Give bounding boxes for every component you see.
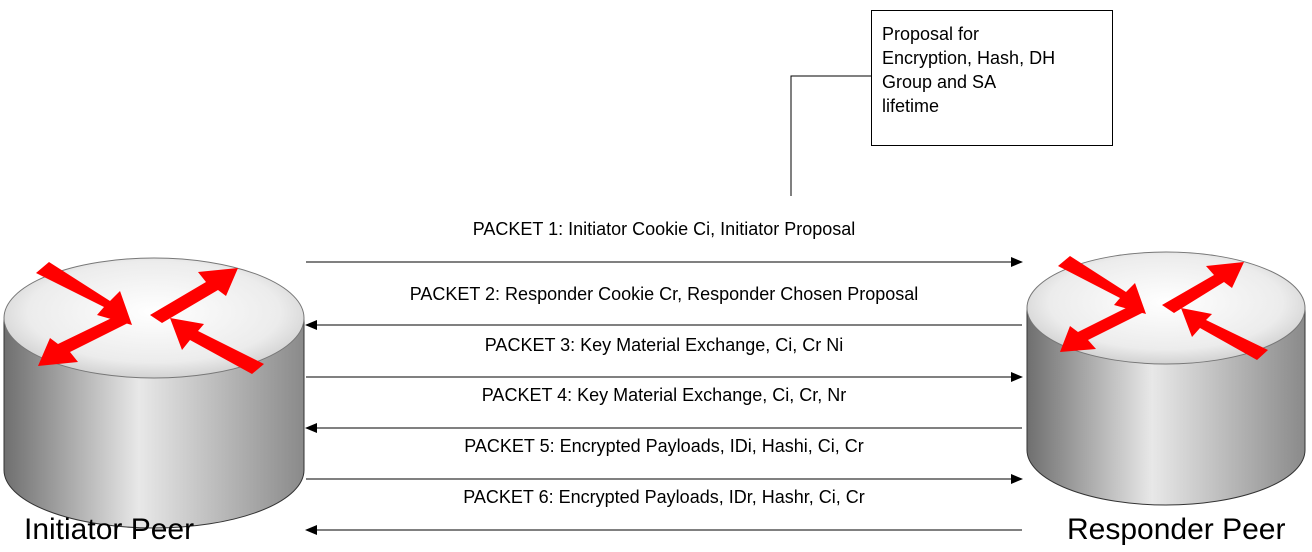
initiator-router-icon [3, 257, 305, 529]
packet-2-label: PACKET 2: Responder Cookie Cr, Responder… [409, 284, 919, 304]
packet-4-label: PACKET 4: Key Material Exchange, Ci, Cr,… [481, 385, 847, 405]
packet-5-label: PACKET 5: Encrypted Payloads, IDi, Hashi… [464, 436, 864, 456]
callout-line-4: lifetime [882, 96, 940, 116]
packet-6-label: PACKET 6: Encrypted Payloads, IDr, Hashr… [463, 487, 865, 507]
callout-connector [790, 75, 871, 196]
responder-router-icon [1026, 251, 1306, 506]
packet-1-label: PACKET 1: Initiator Cookie Ci, Initiator… [472, 219, 856, 239]
responder-peer-label: Responder Peer [1067, 513, 1286, 546]
proposal-callout: Proposal for Encryption, Hash, DH Group … [871, 10, 1113, 146]
callout-line-3: Group and SA [882, 72, 997, 92]
packet-3-label: PACKET 3: Key Material Exchange, Ci, Cr … [484, 335, 844, 355]
callout-line-2: Encryption, Hash, DH [882, 48, 1056, 68]
callout-line-1: Proposal for [882, 24, 980, 44]
initiator-peer-label: Initiator Peer [24, 513, 195, 546]
